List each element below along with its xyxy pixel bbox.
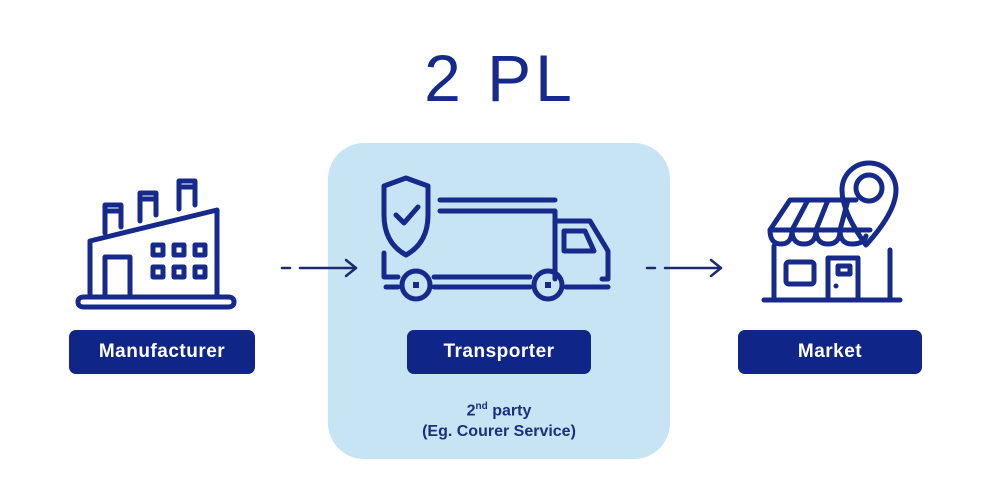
transporter-note: 2nd party (Eg. Courer Service) [328,396,670,442]
market-label: Market [738,330,922,374]
transporter-note-line1: 2nd party [328,396,670,421]
store-location-icon [761,160,903,303]
transporter-label: Transporter [407,330,591,374]
diagram-title: 2 PL [424,41,576,115]
ordinal-suffix: nd [475,401,488,412]
arrow-right-icon [280,258,358,278]
ordinal-number: 2 [466,402,476,420]
factory-icon [75,178,237,310]
party-text: party [487,402,532,420]
delivery-truck-shield-icon [381,175,611,302]
manufacturer-label: Manufacturer [69,330,255,374]
arrow-right-icon [645,258,723,278]
transporter-note-line2: (Eg. Courer Service) [422,423,576,441]
